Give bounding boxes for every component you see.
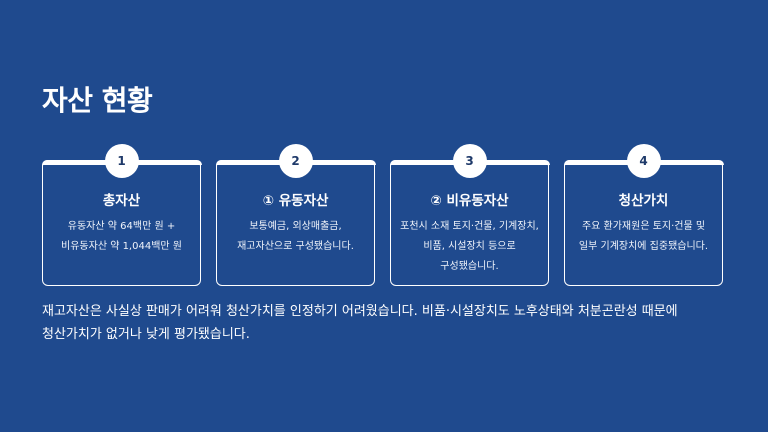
step-number-badge: 1 bbox=[104, 144, 139, 178]
card-title: ① 유동자산 bbox=[262, 193, 329, 209]
card-description: 포천시 소재 토지·건물, 기계장치, 비품, 시설장치 등으로 구성됐습니다. bbox=[400, 221, 539, 272]
step-number-badge: 4 bbox=[626, 144, 661, 178]
step-number-badge: 3 bbox=[452, 144, 487, 178]
card-description: 주요 환가재원은 토지·건물 및 일부 기계장치에 집중됐습니다. bbox=[578, 221, 709, 252]
card-total-assets: 1 총자산 유동자산 약 64백만 원 + 비유동자산 약 1,044백만 원 bbox=[41, 144, 202, 286]
card-current-assets: 2 ① 유동자산 보통예금, 외상매출금, 재고자산으로 구성됐습니다. bbox=[215, 144, 376, 286]
card-description: 보통예금, 외상매출금, 재고자산으로 구성됐습니다. bbox=[237, 221, 354, 252]
card-title: 총자산 bbox=[102, 193, 141, 209]
card-title: 청산가치 bbox=[618, 193, 669, 209]
card-description: 유동자산 약 64백만 원 + 비유동자산 약 1,044백만 원 bbox=[61, 221, 182, 252]
summary-text: 재고자산은 사실상 판매가 어려워 청산가치를 인정하기 어려웠습니다. 비품·… bbox=[42, 304, 678, 342]
card-non-current-assets: 3 ② 비유동자산 포천시 소재 토지·건물, 기계장치, 비품, 시설장치 등… bbox=[389, 144, 550, 286]
step-number-badge: 2 bbox=[278, 144, 313, 178]
slide-title: 자산 현황 bbox=[42, 84, 153, 117]
card-liquidation-value: 4 청산가치 주요 환가재원은 토지·건물 및 일부 기계장치에 집중됐습니다. bbox=[563, 144, 724, 286]
card-title: ② 비유동자산 bbox=[430, 193, 509, 209]
